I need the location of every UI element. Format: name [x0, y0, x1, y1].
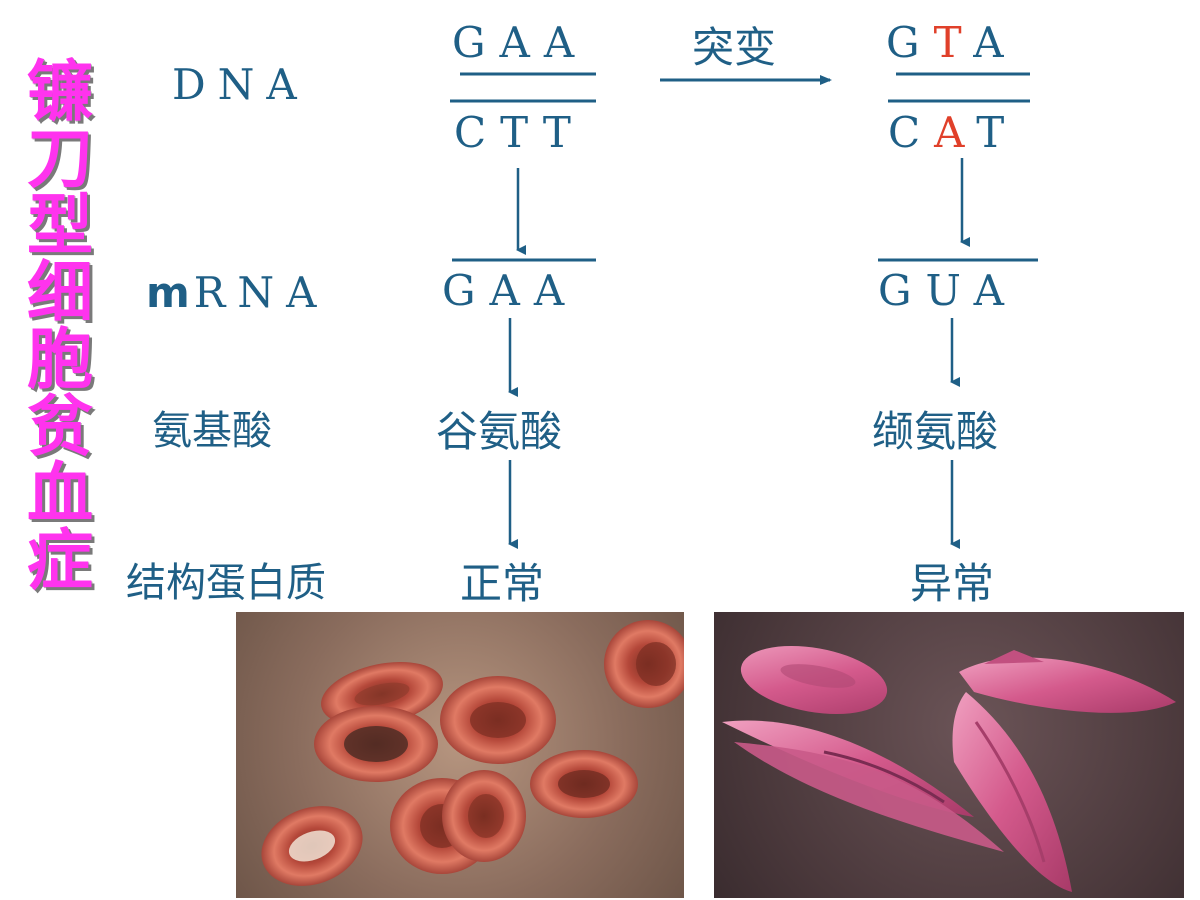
mrna-prefix: m	[146, 268, 190, 317]
normal-dna-top: GAA	[452, 18, 589, 67]
mutant-amino-acid: 缬氨酸	[872, 407, 999, 456]
title-char: 血	[27, 455, 93, 532]
mutant-dna-bottom: CAT	[888, 108, 1018, 157]
mrna-row-label: mRNA	[146, 268, 328, 317]
normal-cell	[442, 770, 526, 862]
title-char: 刀	[27, 120, 93, 197]
normal-protein: 正常	[460, 559, 545, 608]
title-char: 型	[27, 187, 93, 264]
normal-amino-acid: 谷氨酸	[436, 407, 563, 456]
amino-acid-row-label: 氨基酸	[152, 408, 272, 454]
mutant-dna-bottom-base: T	[976, 108, 1019, 157]
normal-red-blood-cells-image	[236, 612, 684, 898]
vertical-title: 镰 刀 型 细 胞 贫 血 症	[14, 58, 106, 594]
mutant-dna-top-base: G	[886, 18, 934, 67]
sickle-cell	[734, 742, 1004, 852]
mutant-dna-bottom-base: C	[888, 108, 935, 157]
dna-row-label: DNA	[172, 60, 309, 109]
normal-dna-bottom: CTT	[454, 108, 585, 157]
mutant-mrna: GUA	[878, 266, 1018, 315]
mutated-base-top: T	[933, 18, 974, 67]
normal-mrna: GAA	[442, 266, 579, 315]
normal-cell	[604, 620, 684, 708]
normal-cell	[261, 806, 363, 886]
sickle-cell	[959, 650, 1176, 713]
normal-cell	[440, 676, 556, 764]
normal-cell	[314, 706, 438, 782]
title-char: 镰	[27, 53, 93, 130]
mutation-label: 突变	[692, 23, 777, 72]
sickle-red-blood-cells-image	[714, 612, 1184, 898]
title-char: 胞	[27, 321, 93, 398]
mutant-dna-top-base: A	[973, 18, 1018, 67]
mutant-dna-top: GTA	[886, 18, 1018, 67]
title-char: 细	[27, 254, 93, 331]
title-char: 贫	[27, 388, 93, 465]
mutated-base-bottom: A	[934, 108, 977, 157]
sickle-cell	[952, 692, 1072, 892]
mutant-protein: 异常	[910, 559, 995, 608]
title-char: 症	[27, 522, 93, 599]
normal-cell	[530, 750, 638, 818]
protein-row-label: 结构蛋白质	[126, 560, 326, 606]
mrna-rest: RNA	[193, 268, 329, 317]
sickle-cell	[740, 645, 888, 715]
